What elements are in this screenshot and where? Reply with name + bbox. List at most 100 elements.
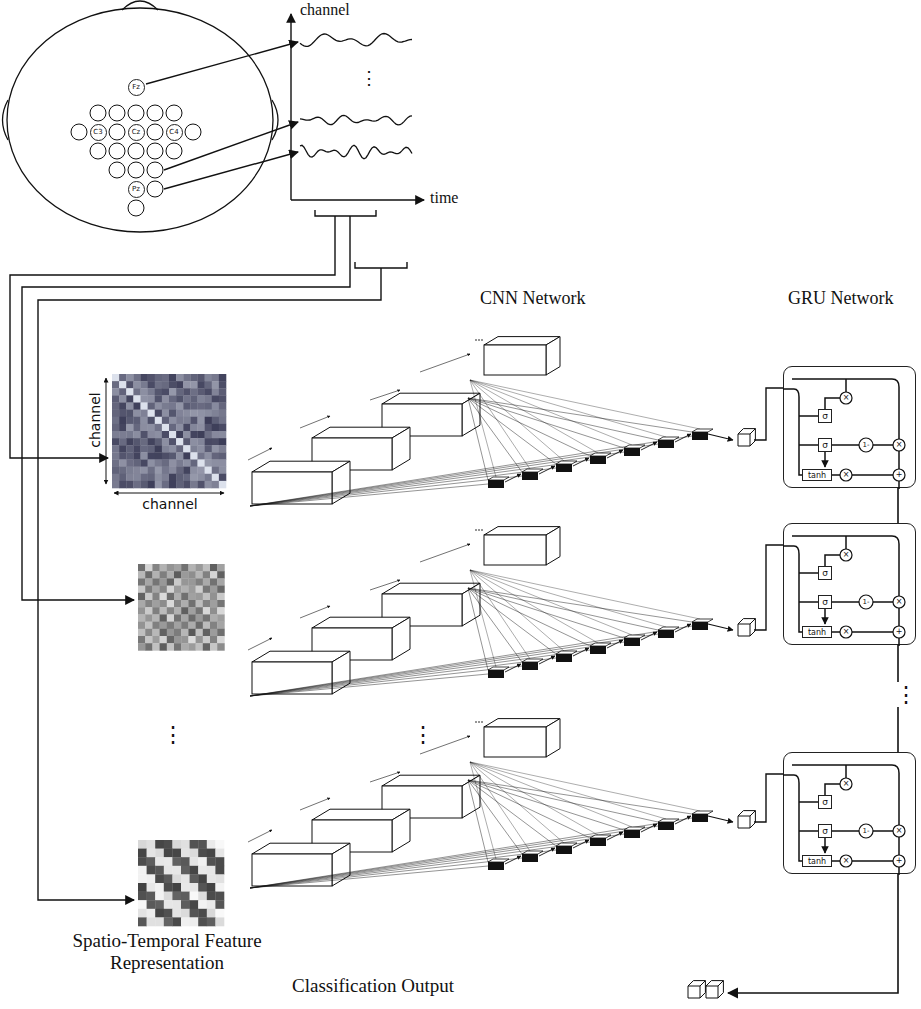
- matrix-cell: [198, 874, 207, 883]
- feature-map: [624, 448, 640, 456]
- gru-wire: [832, 444, 859, 446]
- dot: [481, 339, 483, 341]
- cnn-connection: [468, 780, 590, 838]
- cnn-connection: [250, 634, 658, 696]
- matrix-cell: [119, 452, 126, 459]
- gru-wire: [832, 474, 840, 476]
- matrix-cell: [203, 571, 211, 579]
- matrix-cell: [210, 586, 218, 594]
- gru-wire: [799, 572, 818, 574]
- matrix-cell: [215, 849, 224, 858]
- matrix-cell: [205, 410, 212, 417]
- matrix-cell: [183, 395, 190, 402]
- matrix-cell: [160, 622, 168, 630]
- layer-box: [484, 345, 546, 375]
- matrix-cell: [190, 467, 197, 474]
- matrix-cell: [212, 474, 219, 481]
- gru-wire: [792, 765, 899, 825]
- matrix-cell: [133, 474, 140, 481]
- matrix-cell: [219, 381, 226, 388]
- electrode: [185, 124, 201, 140]
- dot: [478, 339, 480, 341]
- matrix-cell: [174, 578, 182, 586]
- matrix-cell: [188, 578, 196, 586]
- cnn-connection: [250, 436, 692, 506]
- matrix-cell: [167, 643, 175, 651]
- matrix-cell: [112, 388, 119, 395]
- matrix-cell: [138, 578, 146, 586]
- gru-wire: [898, 867, 900, 875]
- matrix-cell: [155, 460, 162, 467]
- matrix-cell: [198, 917, 207, 926]
- matrix-cell: [133, 410, 140, 417]
- cube: [738, 811, 755, 828]
- matrix-cell: [207, 849, 216, 858]
- electrode-label: C4: [169, 128, 178, 136]
- gru-operator: [840, 778, 852, 790]
- cnn-connection: [420, 544, 470, 562]
- matrix-cell: [205, 467, 212, 474]
- electrode: [147, 181, 163, 197]
- matrix-cell: [141, 445, 148, 452]
- matrix-cell: [172, 857, 181, 866]
- matrix-cell: [183, 410, 190, 417]
- feature-map: [692, 814, 708, 822]
- matrix-cell: [164, 909, 173, 918]
- matrix-cell: [160, 607, 168, 615]
- matrix-cell: [219, 424, 226, 431]
- matrix-cell: [169, 374, 176, 381]
- gru-wire: [792, 536, 899, 596]
- matrix-cell: [162, 374, 169, 381]
- matrix-cell: [219, 467, 226, 474]
- matrix-cell: [152, 600, 160, 608]
- cnn-connection: [708, 816, 733, 822]
- matrix-cell: [160, 571, 168, 579]
- matrix-cell: [119, 481, 126, 488]
- matrix-cell: [205, 431, 212, 438]
- electrode: [128, 162, 144, 178]
- matrix-cell: [167, 593, 175, 601]
- matrix-cell: [138, 892, 147, 901]
- matrix-cell: [217, 578, 225, 586]
- matrix-cell: [160, 614, 168, 622]
- cnn-connection: [300, 606, 330, 618]
- cnn-connection: [468, 588, 658, 630]
- feature-map: [624, 638, 640, 646]
- matrix-cell: [176, 467, 183, 474]
- matrix-cell: [203, 643, 211, 651]
- cnn-connection: [470, 570, 530, 659]
- matrix-cell: [160, 564, 168, 572]
- matrix-cell: [138, 614, 146, 622]
- matrix-cell: [155, 395, 162, 402]
- gru-operator-symbol: ×: [843, 857, 850, 865]
- electrode: [109, 162, 125, 178]
- cnn-connection: [250, 642, 624, 696]
- gru-operator-symbol: ×: [896, 441, 903, 449]
- dot: [475, 339, 477, 341]
- matrix-cell: [183, 374, 190, 381]
- matrix-cell: [169, 445, 176, 452]
- matrix-cell: [133, 452, 140, 459]
- gru-wire: [873, 444, 893, 446]
- electrode-label: Fz: [132, 83, 140, 91]
- matrix-cell: [210, 607, 218, 615]
- electrode: [147, 124, 163, 140]
- matrix-cell: [169, 403, 176, 410]
- matrix-cell: [169, 474, 176, 481]
- matrix-cell: [210, 643, 218, 651]
- cnn-connection: [468, 398, 692, 432]
- matrix-cell: [112, 417, 119, 424]
- matrix-cell: [112, 460, 119, 467]
- matrix-cell: [133, 467, 140, 474]
- matrix-cell: [176, 474, 183, 481]
- layer-box: [546, 719, 560, 757]
- matrix-cell: [169, 424, 176, 431]
- gru-operator-symbol: 1-: [863, 599, 870, 606]
- matrix-cell: [198, 395, 205, 402]
- cnn-connection: [470, 762, 530, 851]
- matrix-cell: [162, 395, 169, 402]
- matrix-cell: [219, 403, 226, 410]
- feature-map: [658, 437, 679, 440]
- matrix-cell: [188, 636, 196, 644]
- cnn-connection: [470, 762, 564, 843]
